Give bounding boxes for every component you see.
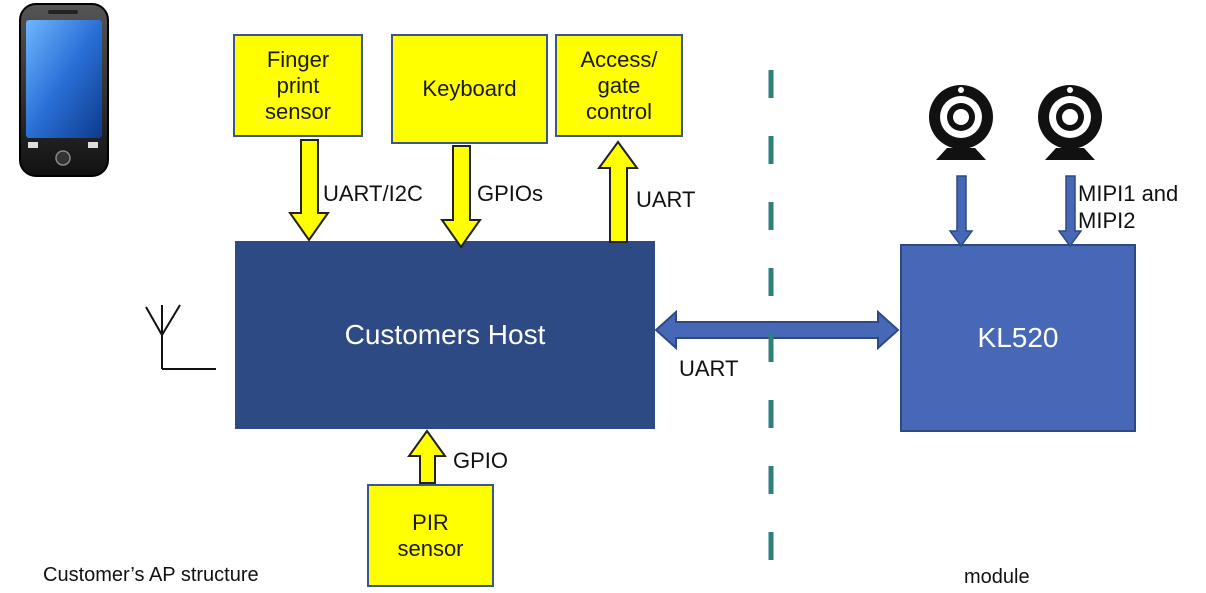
host-module-double-arrow — [654, 309, 900, 351]
kl520-label: KL520 — [977, 322, 1059, 353]
camera1-mipi-arrow — [948, 175, 974, 248]
pir-sensor-label: PIR sensor — [397, 509, 464, 561]
webcam-icon — [1038, 85, 1102, 160]
pir-link-label: GPIO — [453, 448, 509, 473]
pir-sensor-box: PIR sensor — [367, 484, 494, 587]
host-module-link-label: UART — [679, 356, 739, 381]
fingerprint-sensor-box: Finger print sensor — [233, 34, 363, 137]
kl520-box: KL520 — [900, 244, 1136, 432]
keyboard-gpios-arrow — [440, 145, 482, 249]
left-structure-caption: Customer’s AP structure — [43, 564, 259, 586]
fingerprint-sensor-label: Finger print sensor — [264, 46, 332, 124]
keyboard-link-label: GPIOs — [477, 181, 544, 206]
access-gate-control-box: Access/ gate control — [555, 34, 683, 137]
keyboard-label: Keyboard — [422, 76, 517, 101]
fingerprint-uart-arrow — [288, 139, 330, 242]
access-uart-arrow — [597, 140, 639, 243]
smartphone-icon — [19, 3, 109, 177]
access-link-label: UART — [636, 187, 696, 212]
customers-host-box: Customers Host — [235, 241, 655, 429]
camera-link-label: MIPI1 and MIPI2 — [1078, 181, 1179, 233]
antenna-icon — [145, 304, 216, 370]
webcam-icon — [929, 85, 993, 160]
fingerprint-link-label: UART/I2C — [323, 181, 423, 206]
camera2-mipi-arrow — [1057, 175, 1083, 248]
access-gate-control-label: Access/ gate control — [580, 46, 658, 124]
customers-host-label: Customers Host — [344, 319, 546, 350]
pir-gpio-arrow — [407, 429, 447, 484]
keyboard-box: Keyboard — [391, 34, 548, 144]
right-module-caption: module — [964, 566, 1030, 588]
